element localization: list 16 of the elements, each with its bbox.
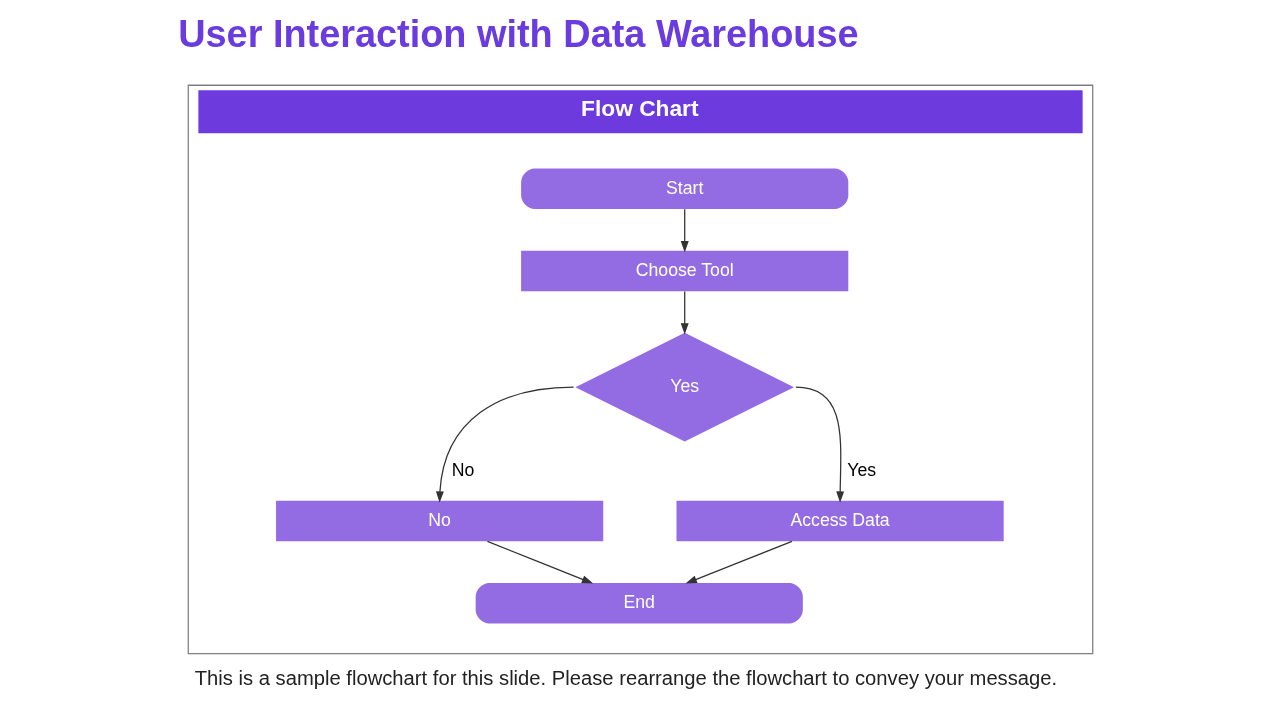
arrow — [486, 540, 593, 584]
node-box: No — [275, 500, 603, 542]
arrow — [680, 290, 689, 335]
arrow — [794, 386, 844, 503]
node-box: Choose Tool — [520, 250, 848, 292]
node-diamond: Yes — [574, 332, 794, 442]
edge-label: Yes — [846, 459, 876, 480]
caption: This is a sample flowchart for this slide. Please rearrange the flowchart to convey your message. — [194, 667, 1057, 690]
arrow — [685, 540, 793, 584]
arrow — [680, 208, 689, 253]
node-box: End — [475, 582, 803, 624]
node-box: Start — [520, 168, 848, 210]
edge-label: No — [451, 459, 474, 480]
arrow — [435, 386, 574, 503]
diagram-title: User Interaction with Data Warehouse — [177, 13, 859, 56]
node-box: Access Data — [676, 500, 1004, 542]
